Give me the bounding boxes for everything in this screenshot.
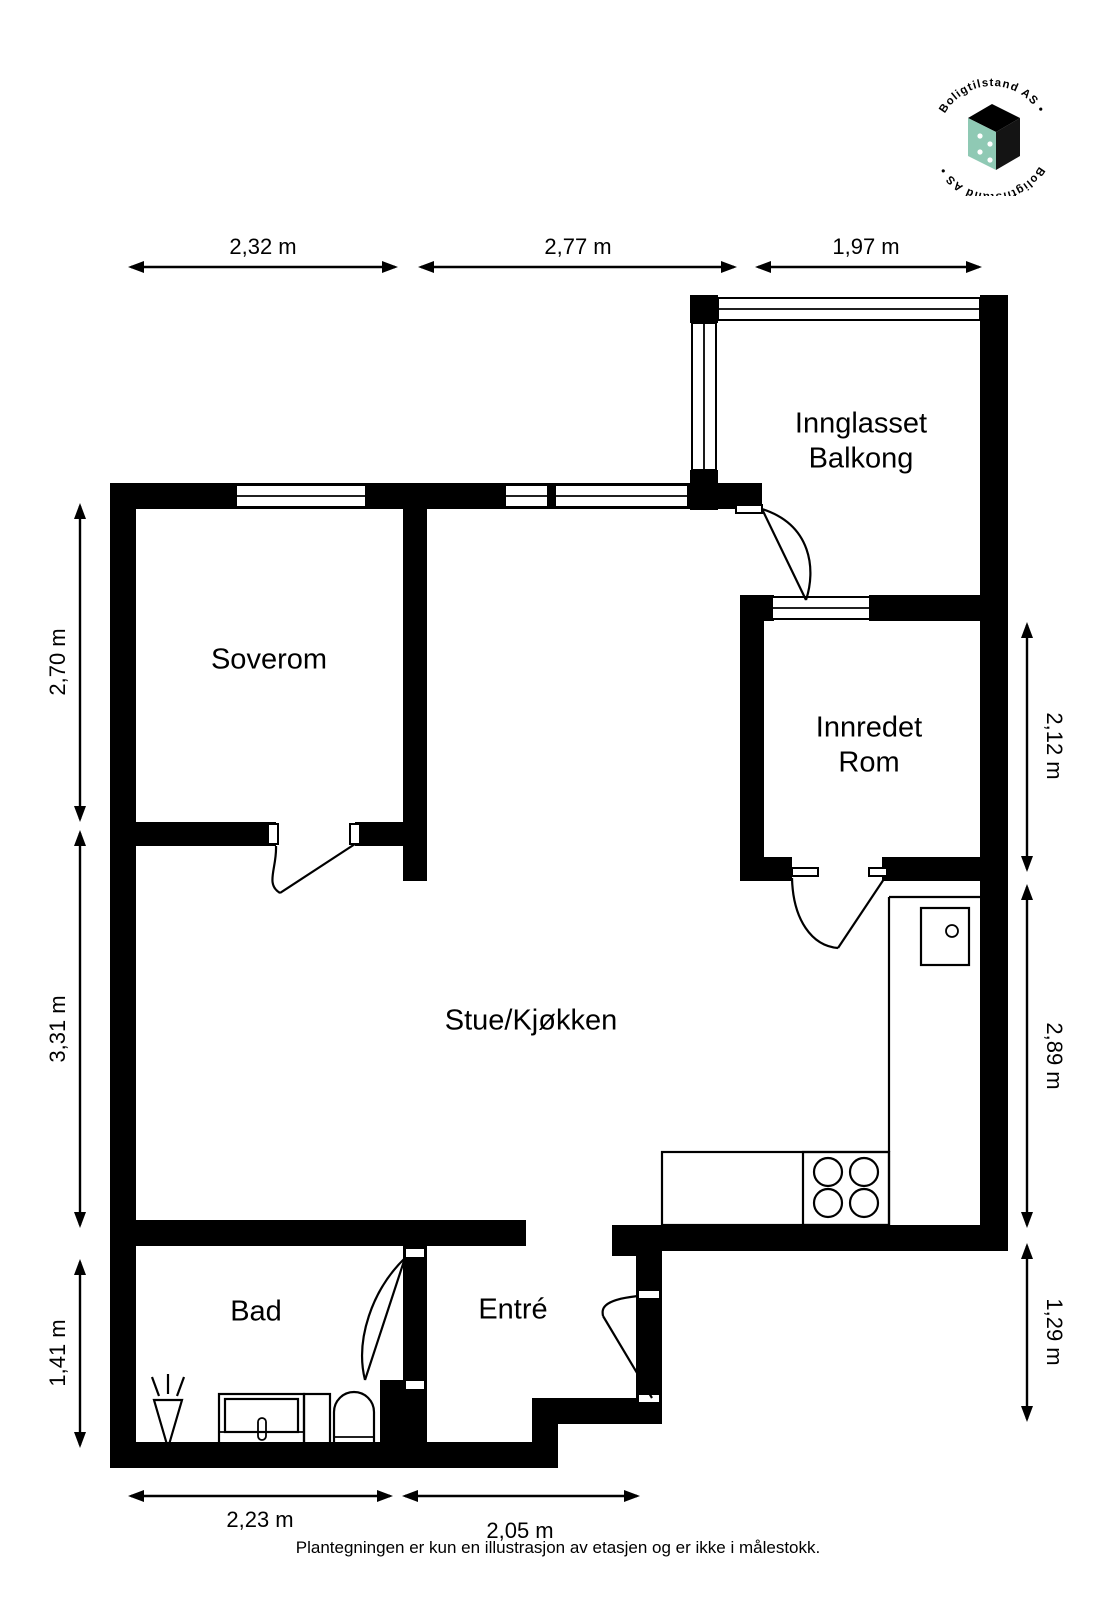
wall-soverom-bottom-left bbox=[126, 822, 276, 846]
kitchen-counter-icon bbox=[660, 1150, 891, 1227]
wall-innredet-bottom-right bbox=[882, 857, 1008, 881]
dimension-label-top-2: 2,77 m bbox=[544, 234, 611, 259]
dimension-arrow-top-3 bbox=[755, 261, 982, 273]
dimension-arrow-top-1 bbox=[128, 261, 398, 273]
room-label-innglasset-balkong-line1: Innglasset bbox=[795, 408, 927, 440]
windows-group bbox=[235, 297, 981, 620]
counter-vertical-icon bbox=[887, 895, 980, 1152]
bottom-dimension-group: 2,23 m 2,05 m bbox=[128, 1490, 640, 1543]
top-dimension-group: 2,32 m 2,77 m 1,97 m bbox=[128, 234, 982, 273]
room-label-entre: Entré bbox=[478, 1294, 547, 1326]
sink-icon bbox=[217, 1392, 306, 1448]
door-entrance[interactable] bbox=[601, 1289, 661, 1404]
dimension-label-bottom-1: 2,23 m bbox=[226, 1507, 293, 1532]
toilet-icon bbox=[332, 1390, 376, 1448]
dimension-label-right-2: 2,89 m bbox=[1042, 1022, 1067, 1089]
stove-icon bbox=[812, 1156, 880, 1219]
shower-drain-icon bbox=[150, 1374, 186, 1452]
wall-bad-top bbox=[126, 1220, 526, 1246]
wall-soverom-right bbox=[403, 483, 427, 881]
dimension-label-bottom-2: 2,05 m bbox=[486, 1518, 553, 1543]
room-label-bad: Bad bbox=[230, 1296, 282, 1328]
dimension-arrow-left-2 bbox=[74, 830, 86, 1228]
room-label-stue-kjokken: Stue/Kjøkken bbox=[445, 1005, 617, 1037]
wall-innredet-bottom-left bbox=[740, 857, 792, 881]
wall-innredet-left bbox=[740, 595, 764, 880]
wall-left-outer bbox=[110, 483, 136, 1468]
wall-innredet-top-left bbox=[740, 595, 774, 621]
dimension-label-right-3: 1,29 m bbox=[1042, 1298, 1067, 1365]
door-soverom[interactable] bbox=[267, 823, 361, 894]
house-3d-icon bbox=[968, 104, 1020, 170]
kitchen-sink-icon bbox=[919, 906, 971, 967]
wall-balcony-corner-tl bbox=[690, 295, 718, 323]
room-label-innglasset-balkong-line2: Balkong bbox=[809, 443, 914, 475]
wall-bad-wc-partition bbox=[380, 1380, 404, 1442]
left-dimension-group: 2,70 m 3,31 m 1,41 m bbox=[45, 503, 86, 1448]
dimension-arrow-right-3 bbox=[1021, 1243, 1033, 1422]
dimension-arrow-right-2 bbox=[1021, 884, 1033, 1228]
dimension-arrow-bottom-1 bbox=[128, 1490, 393, 1502]
dimension-label-left-1: 2,70 m bbox=[45, 628, 70, 695]
dimension-label-top-1: 2,32 m bbox=[229, 234, 296, 259]
room-label-soverom: Soverom bbox=[211, 644, 327, 676]
dimension-arrow-right-1 bbox=[1021, 622, 1033, 872]
fixtures-group bbox=[150, 895, 980, 1452]
logo-svg: Boligtilstand AS • Boligtilstand AS • bbox=[937, 77, 1047, 203]
room-label-innredet-rom-line1: Innredet bbox=[816, 712, 922, 744]
dimension-arrow-left-3 bbox=[74, 1259, 86, 1448]
logo-ring-text-bottom: Boligtilstand AS • bbox=[937, 165, 1047, 196]
dimension-arrow-bottom-2 bbox=[402, 1490, 640, 1502]
wall-soverom-bottom-right bbox=[355, 822, 427, 846]
room-labels-group: Soverom Stue/Kjøkken Innglasset Balkong … bbox=[211, 408, 927, 1328]
dimension-label-left-3: 1,41 m bbox=[45, 1319, 70, 1386]
door-bad[interactable] bbox=[361, 1247, 426, 1391]
wall-kitchen-bottom bbox=[612, 1225, 1008, 1251]
wall-right-outer bbox=[980, 295, 1008, 1225]
wall-innredet-top-right bbox=[869, 595, 1008, 621]
dimension-label-left-2: 3,31 m bbox=[45, 995, 70, 1062]
dimension-label-right-1: 2,12 m bbox=[1042, 712, 1067, 779]
footer-note: Plantegningen er kun en illustrasjon av … bbox=[295, 1538, 821, 1557]
right-dimension-group: 2,12 m 2,89 m 1,29 m bbox=[1021, 622, 1067, 1422]
dimension-arrow-left-1 bbox=[74, 503, 86, 822]
dimension-arrow-top-2 bbox=[418, 261, 737, 273]
room-label-innredet-rom-line2: Rom bbox=[838, 747, 899, 779]
cabinet-icon bbox=[302, 1392, 332, 1448]
dimension-label-top-3: 1,97 m bbox=[832, 234, 899, 259]
doors-group bbox=[267, 504, 888, 1404]
logo: Boligtilstand AS • Boligtilstand AS • bbox=[922, 77, 1062, 203]
door-innredet-rom[interactable] bbox=[790, 867, 888, 950]
door-balcony[interactable] bbox=[735, 504, 812, 601]
